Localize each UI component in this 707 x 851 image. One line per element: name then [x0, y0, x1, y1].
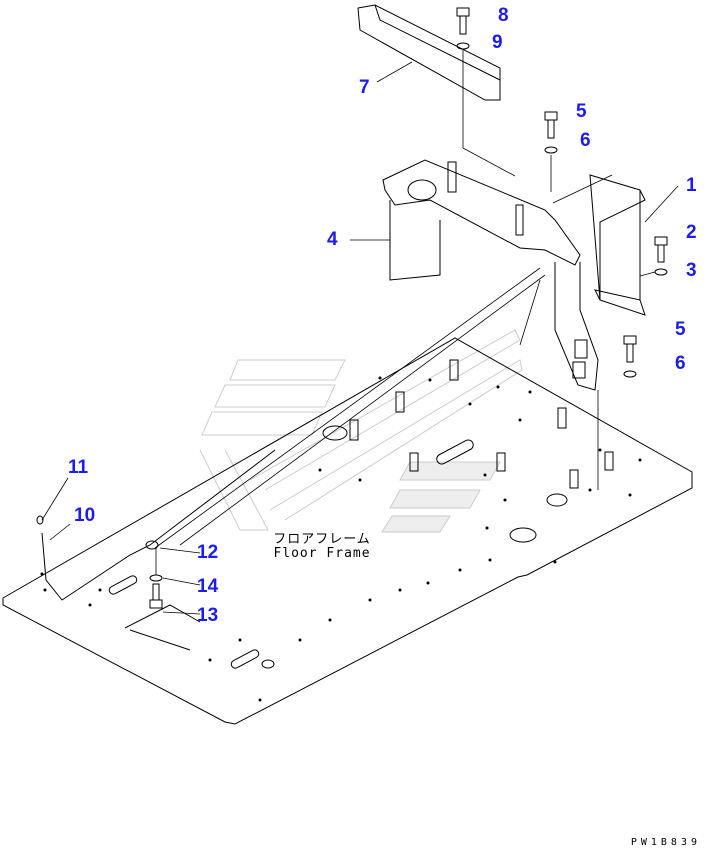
- callout-6: 6: [580, 130, 591, 151]
- callout-11: 11: [68, 457, 89, 478]
- callout-4: 4: [327, 229, 338, 250]
- callout-3: 3: [686, 260, 697, 281]
- studs: [349, 359, 614, 489]
- callout-14: 14: [197, 576, 219, 597]
- caption-floor-frame: フロアフレーム Floor Frame: [272, 532, 372, 562]
- callout-1: 1: [686, 175, 697, 196]
- callout-6: 6: [675, 353, 686, 374]
- callout-5: 5: [675, 319, 686, 340]
- bracket-4: [382, 159, 599, 391]
- callout-5: 5: [576, 101, 587, 122]
- caption-japanese: フロアフレーム: [273, 532, 371, 547]
- callout-13: 13: [197, 605, 219, 626]
- caption-english: Floor Frame: [273, 546, 371, 562]
- callout-9: 9: [492, 32, 503, 53]
- callout-8: 8: [498, 5, 509, 26]
- floor-frame-plate: [2, 337, 693, 725]
- callout-12: 12: [197, 542, 219, 563]
- watermark-logo: [199, 329, 523, 533]
- callout-7: 7: [359, 77, 370, 98]
- drawing-code: PW1B839: [630, 837, 701, 848]
- part-7-channel: [357, 4, 501, 101]
- bolts: [149, 7, 668, 609]
- cover-1: [589, 174, 646, 316]
- leader-lines: [41, 50, 679, 615]
- callout-10: 10: [74, 505, 96, 526]
- callout-2: 2: [686, 222, 697, 243]
- cable-10: [36, 449, 276, 601]
